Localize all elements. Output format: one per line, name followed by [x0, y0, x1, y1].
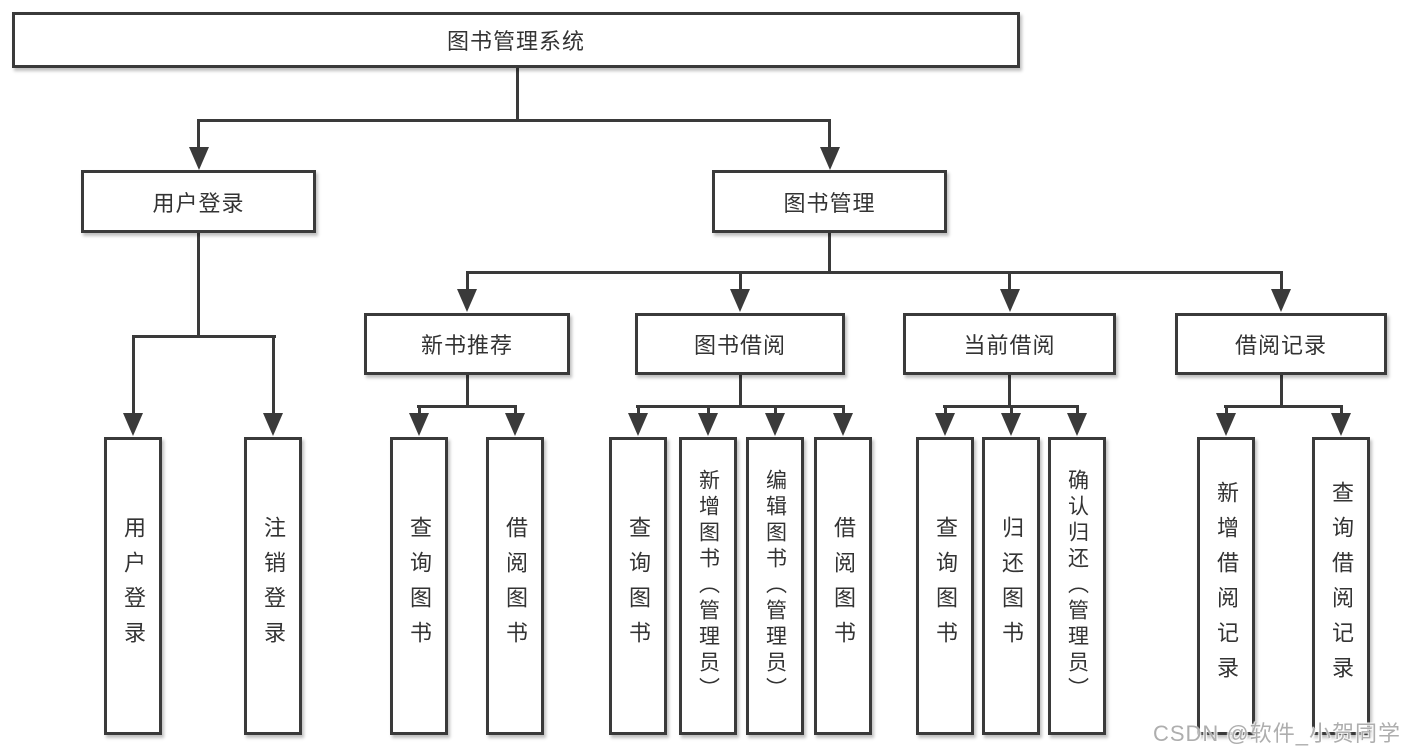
leaf-label: 归还图书: [999, 516, 1024, 656]
connector-leaf-drop-line: [1225, 405, 1228, 416]
connector-leaf-drop-line: [1076, 405, 1079, 416]
connector-leaf-drop-line: [132, 335, 135, 416]
connector-leaf-drop-line: [1010, 405, 1013, 416]
connector-book-borrow-stem-line: [739, 373, 742, 408]
leaf-query-borrow-record: 查询借阅记录: [1312, 437, 1370, 735]
arrow-down-icon: [1331, 413, 1351, 436]
leaf-label: 确认归还（管理员）: [1065, 469, 1089, 703]
connector-borrow-records-stem-line: [1280, 373, 1283, 408]
connector-book-mgmt-drop-line: [828, 119, 831, 150]
leaf-query-books: 查询图书: [916, 437, 974, 735]
arrow-down-icon: [123, 413, 143, 436]
arrow-down-icon: [628, 413, 648, 436]
connector-root-branch-line: [197, 119, 831, 122]
arrow-down-icon: [505, 413, 525, 436]
connector-new-books-stem-line: [466, 373, 469, 408]
arrow-down-icon: [189, 147, 209, 170]
arrow-down-icon: [765, 413, 785, 436]
connector-root-stem-line: [516, 66, 519, 121]
arrow-down-icon: [698, 413, 718, 436]
leaf-label: 借阅图书: [503, 516, 528, 656]
node-borrow-records: 借阅记录: [1175, 313, 1387, 375]
node-new-book-recommend-label: 新书推荐: [420, 333, 513, 358]
leaf-edit-books-admin: 编辑图书（管理员）: [746, 437, 804, 735]
connector-leaf-drop-line: [272, 335, 275, 416]
leaf-label: 新增图书（管理员）: [696, 469, 720, 703]
node-root-label: 图书管理系统: [446, 29, 585, 54]
leaf-label: 注销登录: [261, 516, 286, 656]
arrow-down-icon: [833, 413, 853, 436]
node-book-borrow: 图书借阅: [635, 313, 845, 375]
connector-book-borrow-branch-line: [636, 405, 845, 408]
watermark: CSDN @软件_小贺同学: [1152, 721, 1401, 746]
connector-user-login-branch-line: [132, 335, 276, 338]
leaf-label: 查询图书: [407, 516, 432, 656]
leaf-borrow-books: 借阅图书: [486, 437, 544, 735]
arrow-down-icon: [409, 413, 429, 436]
node-root: 图书管理系统: [12, 12, 1020, 68]
leaf-add-borrow-record: 新增借阅记录: [1197, 437, 1255, 735]
connector-level3-drop-line: [739, 271, 742, 291]
leaf-user-login-action: 用户登录: [104, 437, 162, 735]
leaf-query-books: 查询图书: [609, 437, 667, 735]
arrow-down-icon: [820, 147, 840, 170]
node-current-borrow: 当前借阅: [903, 313, 1116, 375]
connector-leaf-drop-line: [637, 405, 640, 416]
leaf-confirm-return-admin: 确认归还（管理员）: [1048, 437, 1106, 735]
connector-leaf-drop-line: [944, 405, 947, 416]
arrow-down-icon: [935, 413, 955, 436]
arrow-down-icon: [263, 413, 283, 436]
node-book-management: 图书管理: [712, 170, 947, 233]
connector-user-login-stem-line: [197, 231, 200, 337]
node-book-management-label: 图书管理: [783, 190, 876, 216]
leaf-label: 新增借阅记录: [1214, 481, 1239, 691]
leaf-label: 查询借阅记录: [1329, 481, 1354, 691]
node-borrow-records-label: 借阅记录: [1234, 333, 1327, 358]
leaf-label: 编辑图书（管理员）: [763, 469, 787, 703]
leaf-label: 查询图书: [933, 516, 958, 656]
node-user-login-label: 用户登录: [152, 190, 245, 216]
node-user-login: 用户登录: [81, 170, 316, 233]
node-new-book-recommend: 新书推荐: [364, 313, 570, 375]
connector-level3-drop-line: [1008, 271, 1011, 291]
connector-current-borrow-stem-line: [1008, 373, 1011, 408]
leaf-add-books-admin: 新增图书（管理员）: [679, 437, 737, 735]
arrow-down-icon: [1271, 289, 1291, 312]
arrow-down-icon: [1001, 413, 1021, 436]
leaf-label: 用户登录: [121, 516, 146, 656]
connector-user-login-drop-line: [197, 119, 200, 150]
leaf-return-books: 归还图书: [982, 437, 1040, 735]
connector-leaf-drop-line: [514, 405, 517, 416]
connector-leaf-drop-line: [774, 405, 777, 416]
leaf-borrow-books: 借阅图书: [814, 437, 872, 735]
connector-book-mgmt-stem-line: [828, 231, 831, 274]
arrow-down-icon: [1000, 289, 1020, 312]
arrow-down-icon: [1067, 413, 1087, 436]
connector-level3-drop-line: [1280, 271, 1283, 291]
leaf-logout-action: 注销登录: [244, 437, 302, 735]
connector-borrow-records-branch-line: [1224, 405, 1343, 408]
leaf-label: 借阅图书: [831, 516, 856, 656]
arrow-down-icon: [1216, 413, 1236, 436]
node-book-borrow-label: 图书借阅: [693, 333, 786, 358]
connector-new-books-branch-line: [417, 405, 517, 408]
connector-leaf-drop-line: [1340, 405, 1343, 416]
connector-leaf-drop-line: [707, 405, 710, 416]
connector-book-mgmt-branch-line: [466, 271, 1282, 274]
leaf-label: 查询图书: [626, 516, 651, 656]
node-current-borrow-label: 当前借阅: [963, 333, 1056, 358]
leaf-query-books: 查询图书: [390, 437, 448, 735]
arrow-down-icon: [457, 289, 477, 312]
connector-leaf-drop-line: [418, 405, 421, 416]
connector-level3-drop-line: [466, 271, 469, 291]
arrow-down-icon: [730, 289, 750, 312]
connector-leaf-drop-line: [842, 405, 845, 416]
